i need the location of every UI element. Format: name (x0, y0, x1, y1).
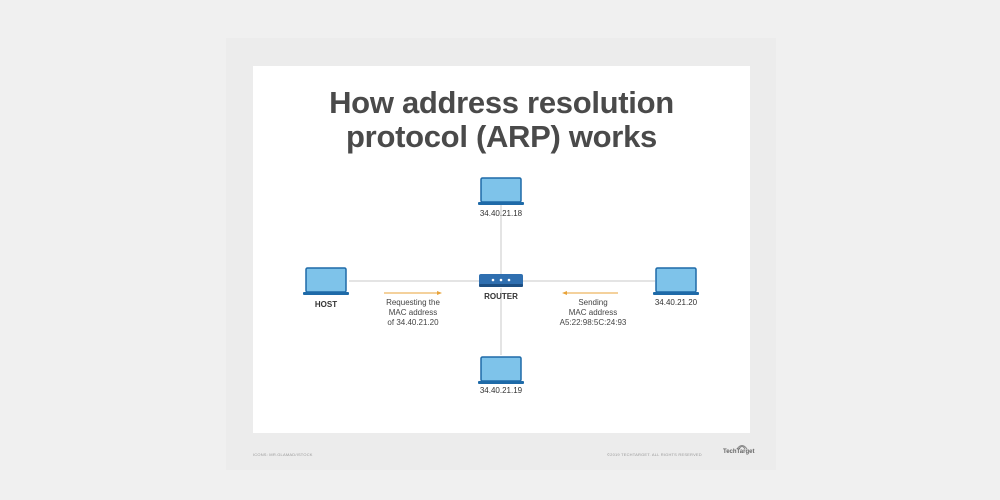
request-note-line-2: MAC address (388, 308, 438, 317)
reply-note: Sending MAC address A5:22:98:5C:24:93 (548, 298, 638, 328)
router-icon (479, 274, 523, 287)
copyright-text: ©2019 TECHTARGET. ALL RIGHTS RESERVED (607, 452, 702, 457)
laptop-icon-top (478, 177, 524, 205)
node-label-right: 34.40.21.20 (654, 298, 698, 307)
diagram-title: How address resolution protocol (ARP) wo… (253, 86, 750, 154)
techtarget-logo-icon (736, 445, 748, 450)
node-label-host: HOST (314, 300, 338, 309)
image-credit: ICONS: MR.GLAMAD/ISTOCK (253, 452, 313, 457)
laptop-icon-host (303, 267, 349, 295)
request-note: Requesting the MAC address of 34.40.21.2… (373, 298, 453, 328)
title-line-1: How address resolution (329, 85, 674, 120)
request-arrow (384, 291, 442, 295)
brand-logo-text: TechTarget (723, 449, 755, 455)
request-note-line-1: Requesting the (386, 298, 440, 307)
reply-arrow (562, 291, 618, 295)
node-label-router: ROUTER (484, 292, 518, 301)
node-label-bottom: 34.40.21.19 (479, 386, 523, 395)
reply-note-line-3: A5:22:98:5C:24:93 (559, 318, 627, 327)
laptop-icon-bottom (478, 356, 524, 384)
reply-note-line-2: MAC address (568, 308, 618, 317)
node-label-top: 34.40.21.18 (479, 209, 523, 218)
request-note-line-3: of 34.40.21.20 (387, 318, 439, 327)
title-line-2: protocol (ARP) works (346, 119, 657, 154)
reply-note-line-1: Sending (578, 298, 608, 307)
laptop-icon-right (653, 267, 699, 295)
